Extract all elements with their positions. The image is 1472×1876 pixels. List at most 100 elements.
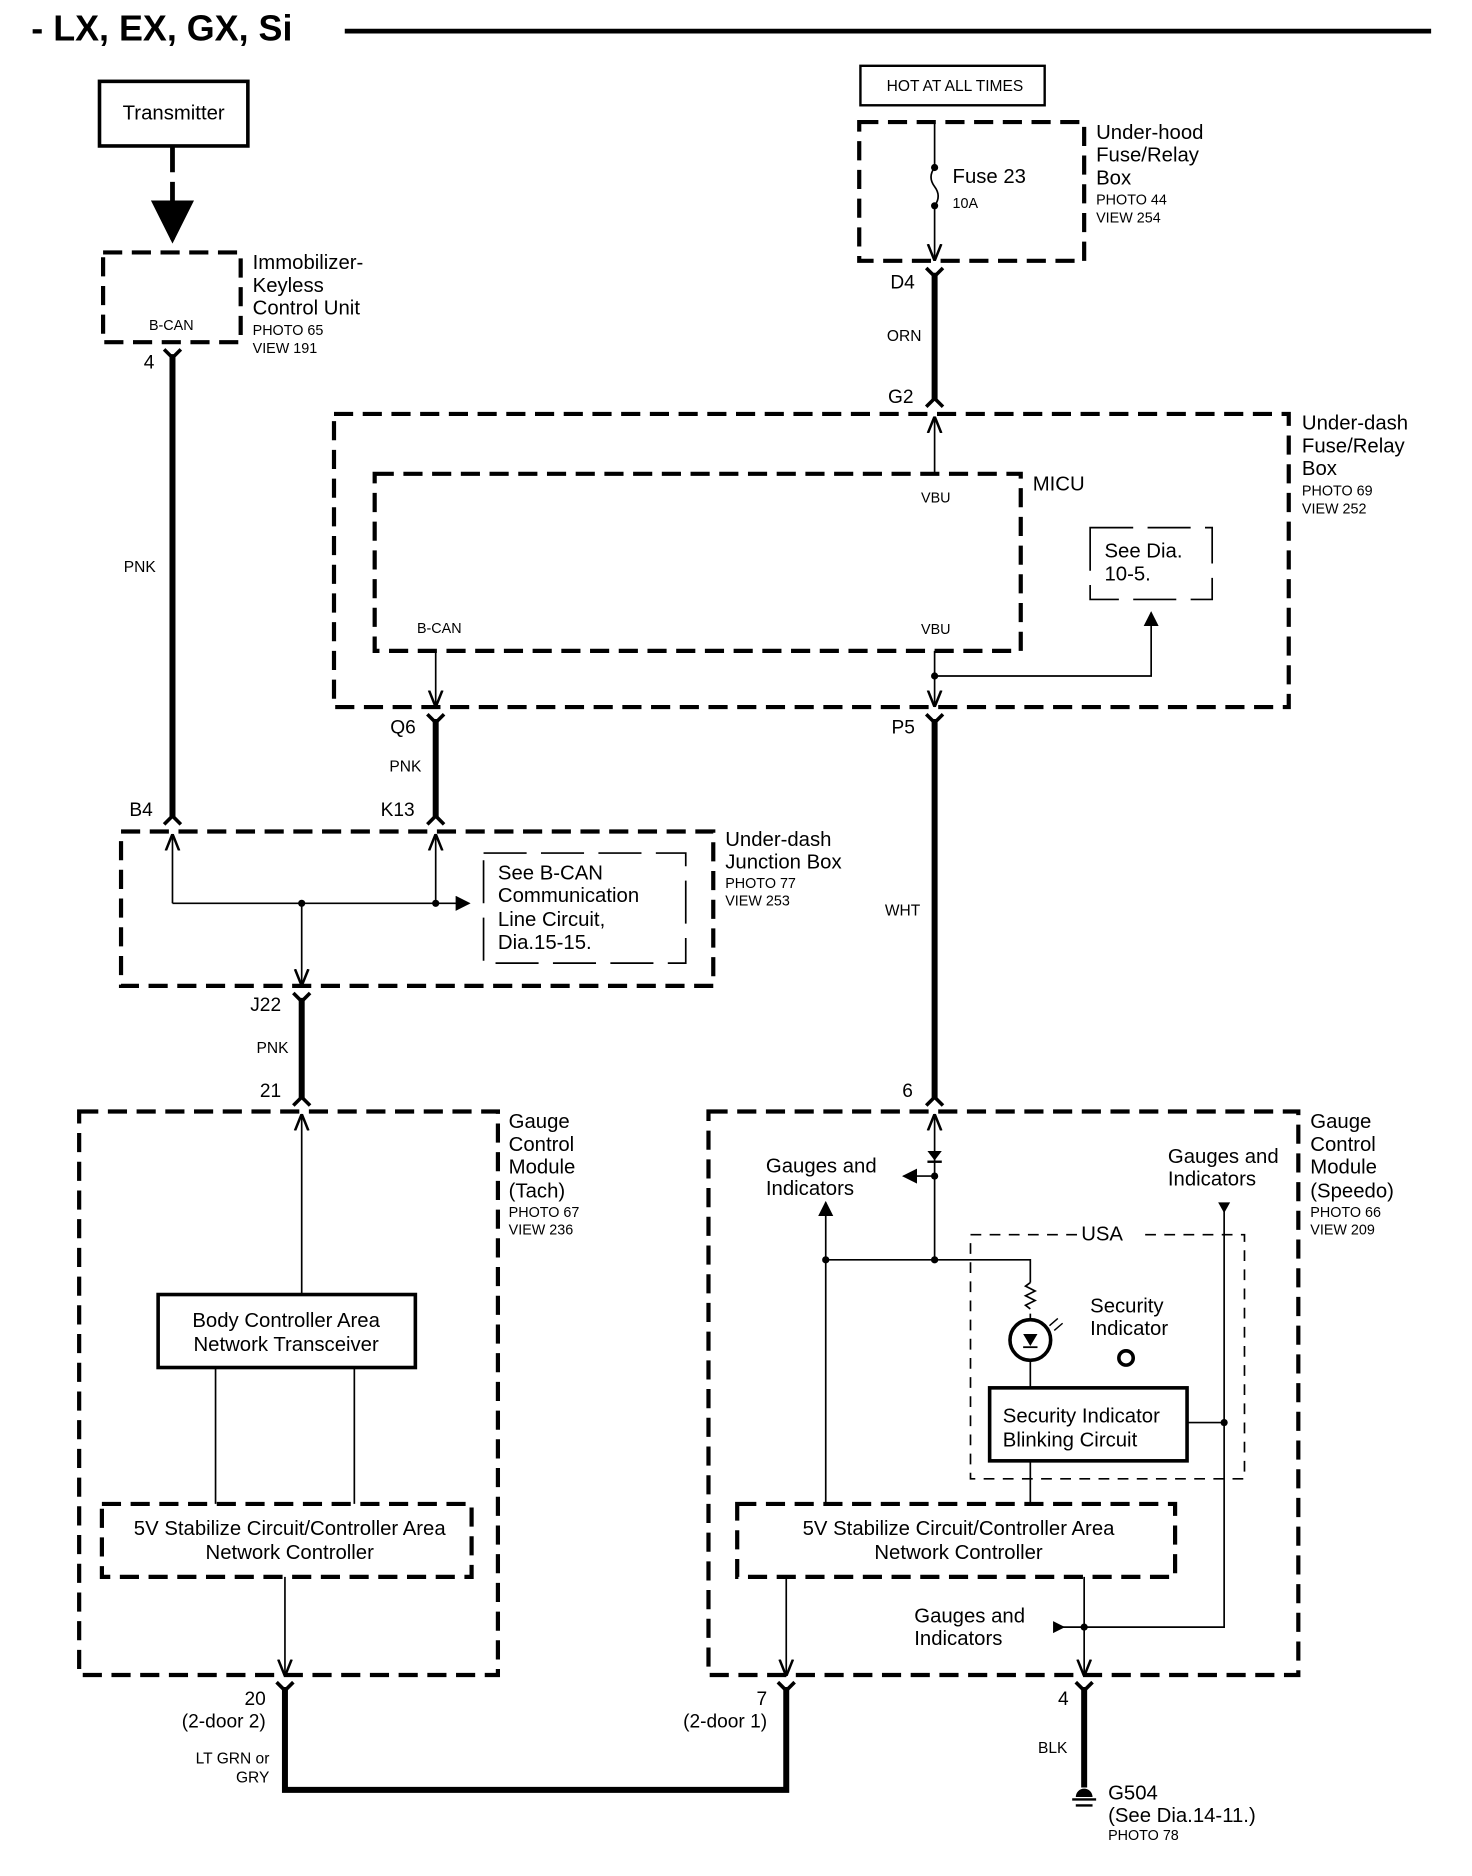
underdash-name-2: Fuse/Relay xyxy=(1302,435,1406,457)
gauges-right-line2: Indicators xyxy=(1168,1169,1256,1191)
junction-photo: PHOTO 77 xyxy=(725,876,796,892)
transmitter-label: Transmitter xyxy=(123,103,225,125)
micu-pin-bcan: B-CAN xyxy=(417,621,462,637)
tach-photo: PHOTO 67 xyxy=(509,1205,580,1221)
junction-box-outline xyxy=(118,829,716,988)
micu-box xyxy=(372,471,1023,653)
speedo-controller-box xyxy=(735,1501,1178,1579)
junction-terminal-b4: B4 xyxy=(129,800,153,821)
tach-terminal-20-note: (2-door 2) xyxy=(182,1712,266,1733)
power-source: HOT AT ALL TIMES xyxy=(859,64,1046,107)
tach-transceiver-line2: Network Transceiver xyxy=(194,1334,379,1356)
junction-name-2: Junction Box xyxy=(725,852,841,874)
see-bcan-line2: Communication xyxy=(498,885,639,907)
immobilizer-view: VIEW 191 xyxy=(253,341,318,357)
security-indicator-line1: Security xyxy=(1090,1295,1164,1317)
power-source-label: HOT AT ALL TIMES xyxy=(887,78,1024,95)
wire-color-orn: ORN xyxy=(887,328,922,345)
tach-transceiver-box xyxy=(156,1292,418,1370)
speedo-terminal-7: 7 xyxy=(756,1689,767,1710)
immobilizer-photo: PHOTO 65 xyxy=(253,323,324,339)
underdash-fuse-box: Under-dash Fuse/Relay Box PHOTO 69 VIEW … xyxy=(331,411,1408,710)
see-bcan-line4: Dia.15-15. xyxy=(498,932,592,954)
speedo-name-1: Gauge xyxy=(1310,1111,1371,1133)
ground-label: G504 xyxy=(1108,1782,1158,1804)
section-title: - LX, EX, GX, Si xyxy=(31,9,292,49)
tach-name-4: (Tach) xyxy=(509,1181,565,1203)
fuse-rating: 10A xyxy=(953,196,979,212)
tach-name-2: Control xyxy=(509,1134,575,1156)
micu-pin-vbu-top: VBU xyxy=(921,491,951,507)
junction-box: B4 K13 See B-CAN Communication Line Circ… xyxy=(118,800,842,1016)
underhood-photo: PHOTO 44 xyxy=(1096,193,1167,209)
underhood-name-1: Under-hood xyxy=(1096,122,1203,144)
underhood-terminal-d4: D4 xyxy=(890,272,915,293)
underdash-box-outline xyxy=(331,411,1291,710)
underhood-box-outline xyxy=(857,119,1087,263)
tach-name-3: Module xyxy=(509,1157,576,1179)
power-source-box xyxy=(859,64,1046,107)
speedo-controller-line2: Network Controller xyxy=(874,1542,1043,1564)
micu-label: MICU xyxy=(1033,474,1085,496)
ground-icon xyxy=(1072,1788,1097,1807)
see-bcan-box[interactable] xyxy=(482,852,687,964)
see-bcan-line1: See B-CAN xyxy=(498,862,603,884)
speedo-name-3: Module xyxy=(1310,1157,1377,1179)
immobilizer-name-2: Keyless xyxy=(253,275,324,297)
wire-color-pnk-1: PNK xyxy=(124,559,157,576)
wire-color-pnk-2: PNK xyxy=(389,759,422,776)
underhood-fuse-box: Fuse 23 10A Under-hood Fuse/Relay Box PH… xyxy=(857,119,1203,293)
gauge-module-speedo: Gauge Control Module (Speedo) PHOTO 66 V… xyxy=(706,1109,1394,1678)
see-dia-10-5-line1: See Dia. xyxy=(1105,541,1183,563)
tach-transceiver-line1: Body Controller Area xyxy=(192,1310,380,1332)
immobilizer-name-1: Immobilizer- xyxy=(253,252,364,274)
junction-view: VIEW 253 xyxy=(725,894,790,910)
tach-controller-box xyxy=(99,1501,474,1579)
tach-box-outline xyxy=(77,1109,501,1678)
usa-option-box xyxy=(969,1233,1246,1480)
blinking-circuit-line2: Blinking Circuit xyxy=(1003,1429,1138,1451)
speedo-view: VIEW 209 xyxy=(1310,1223,1375,1239)
tach-controller-line2: Network Controller xyxy=(206,1542,375,1564)
underdash-terminal-q6: Q6 xyxy=(390,717,416,738)
section-header: - LX, EX, GX, Si xyxy=(31,9,1432,49)
tach-view: VIEW 236 xyxy=(509,1223,574,1239)
gauges-left-line2: Indicators xyxy=(766,1178,854,1200)
underhood-name-2: Fuse/Relay xyxy=(1096,145,1200,167)
gauges-bottom-line2: Indicators xyxy=(914,1628,1002,1650)
gauges-right-arrow xyxy=(1218,1202,1231,1214)
transmitter: Transmitter xyxy=(97,79,250,244)
ground-photo: PHOTO 78 xyxy=(1108,1828,1179,1844)
junction-name-1: Under-dash xyxy=(725,829,831,851)
immobilizer-unit: B-CAN Immobilizer- Keyless Control Unit … xyxy=(100,250,364,374)
speedo-name-4: (Speedo) xyxy=(1310,1181,1394,1203)
immobilizer-terminal: 4 xyxy=(144,353,155,374)
light-emission-icon xyxy=(1048,1317,1064,1331)
speedo-name-2: Control xyxy=(1310,1134,1376,1156)
speedo-box-outline xyxy=(706,1109,1301,1678)
gauge-module-tach: Gauge Control Module (Tach) PHOTO 67 VIE… xyxy=(77,1109,580,1678)
fuse-label: Fuse 23 xyxy=(953,166,1026,188)
speedo-controller-line1: 5V Stabilize Circuit/Controller Area xyxy=(803,1518,1116,1540)
wire-color-can-2: GRY xyxy=(236,1770,270,1787)
underdash-name-1: Under-dash xyxy=(1302,413,1408,435)
speedo-photo: PHOTO 66 xyxy=(1310,1205,1381,1221)
tach-name-1: Gauge xyxy=(509,1111,570,1133)
micu-pin-vbu-bottom: VBU xyxy=(921,622,951,638)
immobilizer-name-3: Control Unit xyxy=(253,298,361,320)
usa-label: USA xyxy=(1081,1224,1123,1246)
tach-terminal-20: 20 xyxy=(245,1689,266,1710)
blinking-circuit-line1: Security Indicator xyxy=(1003,1406,1160,1428)
blinking-circuit-box xyxy=(987,1386,1189,1463)
wire-color-blk: BLK xyxy=(1038,1740,1068,1757)
underdash-terminal-g2: G2 xyxy=(888,387,914,408)
underhood-name-3: Box xyxy=(1096,167,1131,189)
immobilizer-box xyxy=(100,250,243,345)
wire-color-can-1: LT GRN or xyxy=(196,1751,270,1768)
underdash-view: VIEW 252 xyxy=(1302,501,1367,517)
underdash-photo: PHOTO 69 xyxy=(1302,483,1373,499)
gauges-left-line1: Gauges and xyxy=(766,1156,877,1178)
underdash-terminal-p5: P5 xyxy=(892,717,915,738)
resistor-icon xyxy=(1023,1281,1037,1310)
